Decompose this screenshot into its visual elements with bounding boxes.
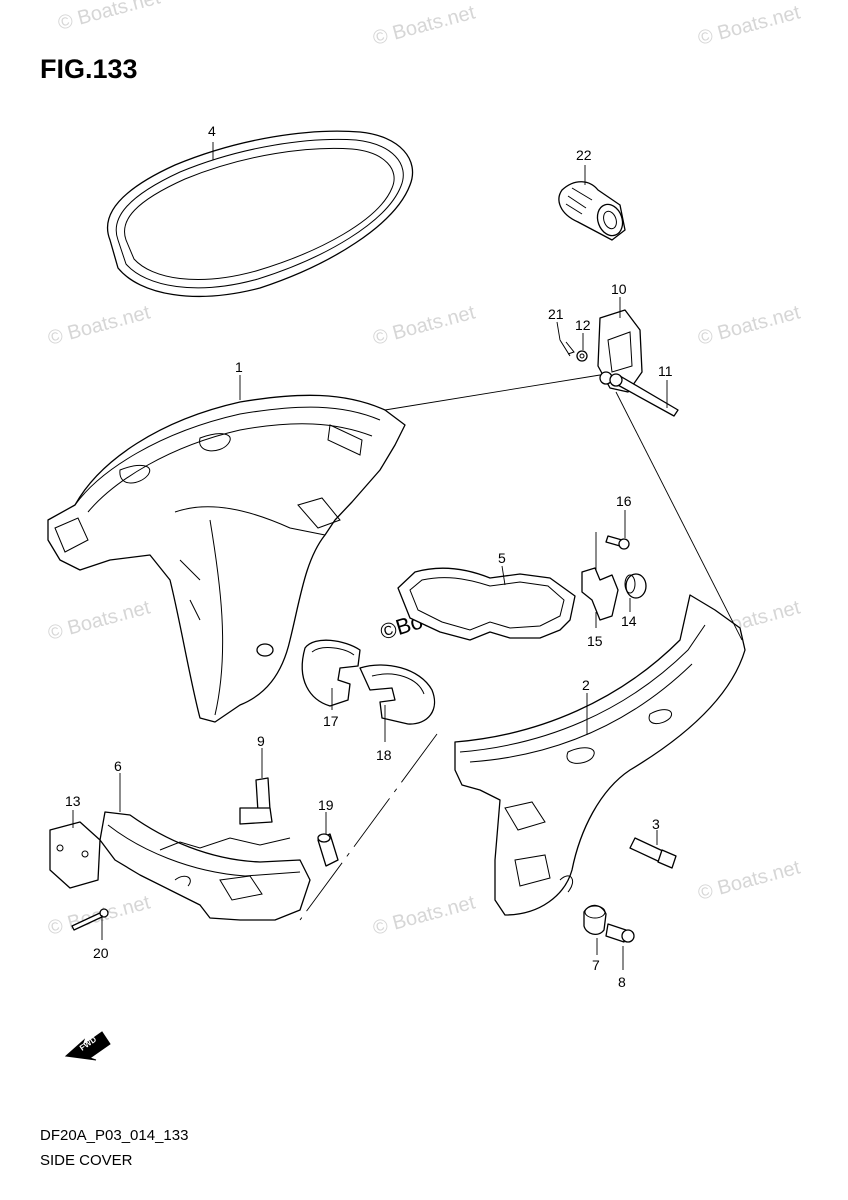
part-7-grommet[interactable] <box>583 904 607 936</box>
watermark: © Boats.net <box>696 301 803 349</box>
watermark: © Boats.net <box>56 0 163 35</box>
part-15-hinge-bracket[interactable] <box>581 567 619 621</box>
callout-10[interactable]: 10 <box>611 281 627 297</box>
watermark: © Boats.net <box>371 891 478 939</box>
callout-5[interactable]: 5 <box>498 550 506 566</box>
part-21-clip[interactable] <box>559 339 575 357</box>
part-17-seal[interactable] <box>301 639 361 707</box>
part-18-seal[interactable] <box>359 664 436 725</box>
watermark: © Boats.net <box>371 301 478 349</box>
watermark: © Boats.net <box>46 301 153 349</box>
callout-15[interactable]: 15 <box>587 633 603 649</box>
part-3-bolt[interactable] <box>629 837 677 869</box>
part-20-rivet[interactable] <box>71 908 109 931</box>
callout-3[interactable]: 3 <box>652 816 660 832</box>
part-4-seal-ring[interactable] <box>106 130 414 297</box>
callout-13[interactable]: 13 <box>65 793 81 809</box>
callout-2[interactable]: 2 <box>582 677 590 693</box>
callout-14[interactable]: 14 <box>621 613 637 629</box>
watermark: © Boats.net <box>46 596 153 644</box>
watermark: © Boats.net <box>371 1 478 49</box>
leader-lines <box>72 142 668 970</box>
watermark: © Boats.net <box>696 856 803 904</box>
callout-6[interactable]: 6 <box>114 758 122 774</box>
callout-17[interactable]: 17 <box>323 713 339 729</box>
callout-4[interactable]: 4 <box>208 123 216 139</box>
part-10-latch-bracket[interactable] <box>597 309 643 393</box>
part-14-cap[interactable] <box>624 573 647 599</box>
callout-7[interactable]: 7 <box>592 957 600 973</box>
part-1-side-cover-upper[interactable] <box>47 394 406 723</box>
callout-22[interactable]: 22 <box>576 147 592 163</box>
callout-19[interactable]: 19 <box>318 797 334 813</box>
part-9-bracket[interactable] <box>239 777 273 825</box>
part-13-plate[interactable] <box>49 821 101 889</box>
forward-direction-arrow: FWD <box>64 1031 111 1061</box>
callout-12[interactable]: 12 <box>575 317 591 333</box>
part-16-screw[interactable] <box>605 535 630 550</box>
figure-title: FIG.133 <box>40 54 138 84</box>
callout-21[interactable]: 21 <box>548 306 564 322</box>
part-2-side-cover-lower[interactable] <box>454 594 746 916</box>
callout-9[interactable]: 9 <box>257 733 265 749</box>
callouts: 1 2 3 4 5 6 7 8 9 10 11 12 13 14 15 16 1… <box>65 123 673 990</box>
callout-11[interactable]: 11 <box>658 363 673 379</box>
callout-8[interactable]: 8 <box>618 974 626 990</box>
part-5-gasket[interactable] <box>397 567 576 641</box>
part-22-grommet[interactable] <box>558 181 627 241</box>
connection-lines <box>299 374 743 921</box>
callout-20[interactable]: 20 <box>93 945 109 961</box>
watermark: © Boats.net <box>696 1 803 49</box>
part-12-washer[interactable] <box>576 350 588 362</box>
part-19-pin[interactable] <box>317 833 339 867</box>
part-11-bolt[interactable] <box>609 373 679 417</box>
callout-16[interactable]: 16 <box>616 493 632 509</box>
part-8-screw[interactable] <box>605 923 635 943</box>
diagram-code: DF20A_P03_014_133 <box>40 1127 189 1144</box>
part-6-lower-cover-front[interactable] <box>99 811 311 921</box>
callout-18[interactable]: 18 <box>376 747 392 763</box>
section-name: SIDE COVER <box>40 1152 133 1169</box>
callout-1[interactable]: 1 <box>235 359 243 375</box>
